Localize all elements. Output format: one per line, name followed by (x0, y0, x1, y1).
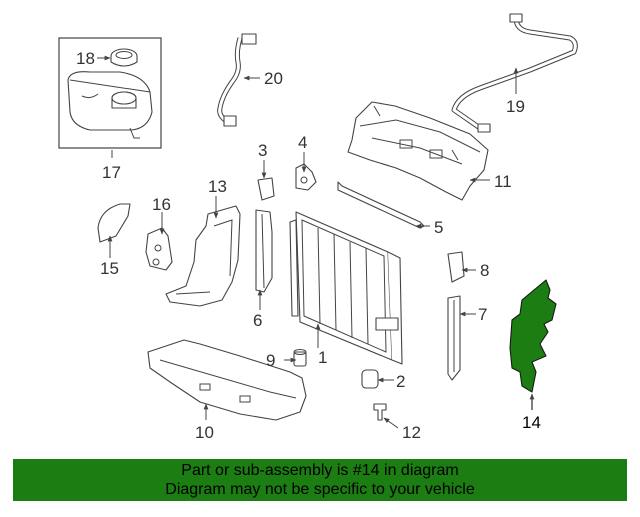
callout-12: 12 (402, 423, 421, 442)
callout-15: 15 (100, 259, 119, 278)
callout-2: 2 (396, 372, 405, 391)
leader-lines (97, 55, 535, 429)
callout-13: 13 (208, 177, 227, 196)
info-banner (13, 459, 627, 501)
callout-10: 10 (195, 423, 214, 442)
part-19-hose[interactable] (451, 13, 578, 133)
part-12-clip[interactable] (373, 403, 387, 421)
info-banner-text: Part or sub-assembly is #14 in diagram D… (13, 459, 627, 501)
callout-18: 18 (76, 49, 95, 68)
callout-19: 19 (506, 97, 525, 116)
callout-11: 11 (494, 172, 512, 191)
part-4-bracket[interactable] (295, 163, 317, 191)
part-8-clip[interactable] (447, 251, 465, 283)
part-2-bushing[interactable] (361, 369, 379, 389)
part-5-seal-strip[interactable] (337, 181, 425, 229)
callout-5: 5 (434, 218, 443, 237)
part-6-side-seal[interactable] (255, 209, 273, 293)
callout-14: 14 (522, 413, 541, 432)
callout-4: 4 (298, 133, 307, 152)
banner-line-1: Part or sub-assembly is #14 in diagram (181, 462, 459, 479)
callout-1: 1 (318, 348, 327, 367)
callout-7: 7 (478, 305, 487, 324)
part-11-upper-cover[interactable] (347, 101, 489, 201)
callout-17: 17 (102, 163, 121, 182)
part-17-coolant-reservoir[interactable] (67, 71, 153, 139)
part-7-side-seal[interactable] (447, 295, 461, 381)
part-18-reservoir-cap[interactable] (110, 48, 138, 67)
part-14-deflector-highlighted[interactable] (509, 279, 557, 393)
part-1-radiator[interactable] (289, 211, 403, 365)
banner-line-2: Diagram may not be specific to your vehi… (165, 481, 475, 498)
callout-16: 16 (152, 195, 171, 214)
part-13-shroud[interactable] (165, 205, 241, 307)
part-3-clip[interactable] (257, 177, 275, 201)
callout-20: 20 (264, 69, 283, 88)
callout-3: 3 (258, 141, 267, 160)
callout-6: 6 (253, 311, 262, 330)
callout-8: 8 (480, 261, 489, 280)
callout-9: 9 (266, 351, 275, 370)
part-10-lower-shield[interactable] (147, 339, 307, 421)
part-9-grommet[interactable] (293, 349, 307, 367)
part-16-bracket[interactable] (145, 227, 173, 271)
callout-labels: 1 2 3 4 5 6 7 8 9 10 11 12 13 14 15 16 1… (76, 49, 541, 442)
part-15-deflector[interactable] (97, 203, 131, 243)
part-20-hose[interactable] (217, 33, 257, 127)
